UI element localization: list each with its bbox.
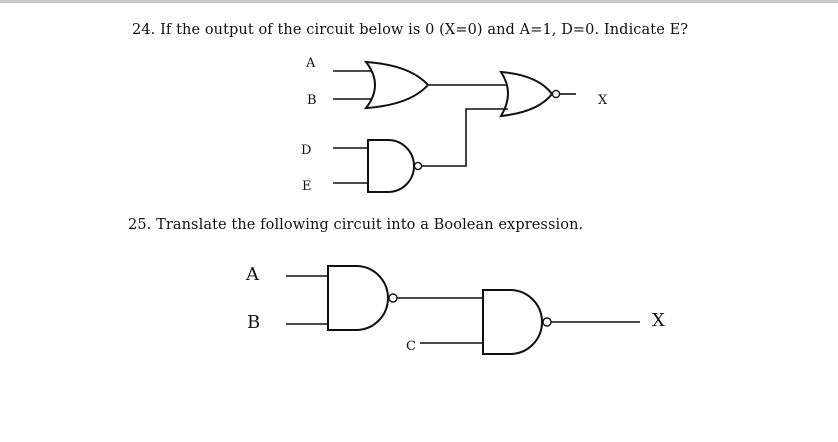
q25-input-c-label: C: [406, 339, 416, 354]
q24-or-gate: [363, 60, 430, 110]
q25-output-x-label: X: [652, 310, 665, 331]
q24-output-x-label: X: [598, 93, 608, 108]
q24-input-d-label: D: [301, 143, 312, 158]
q25-nand-bubble-2: [542, 317, 552, 327]
top-divider-bar: [0, 0, 838, 3]
q24-input-e-label: E: [302, 179, 312, 194]
q24-nor-gate: [499, 70, 554, 118]
q24-input-a-label: A: [306, 56, 316, 71]
q24-nor-bubble: [551, 89, 561, 99]
q24-nand-bubble: [413, 161, 423, 171]
q25-input-a-label: A: [246, 264, 259, 285]
q25-input-b-label: B: [247, 312, 261, 333]
question-24-text: 24. If the output of the circuit below i…: [132, 22, 689, 38]
q25-nand-gate-2: [482, 289, 543, 355]
q24-nand-gate: [367, 139, 415, 193]
q24-input-b-label: B: [307, 93, 317, 108]
q24-circuit: [333, 60, 576, 193]
question-25-text: 25. Translate the following circuit into…: [128, 217, 584, 233]
q25-nand-bubble-1: [388, 293, 398, 303]
q25-nand-gate-1: [327, 265, 389, 331]
q24-wire-nand-out: [422, 108, 508, 167]
q25-circuit: [286, 265, 640, 355]
